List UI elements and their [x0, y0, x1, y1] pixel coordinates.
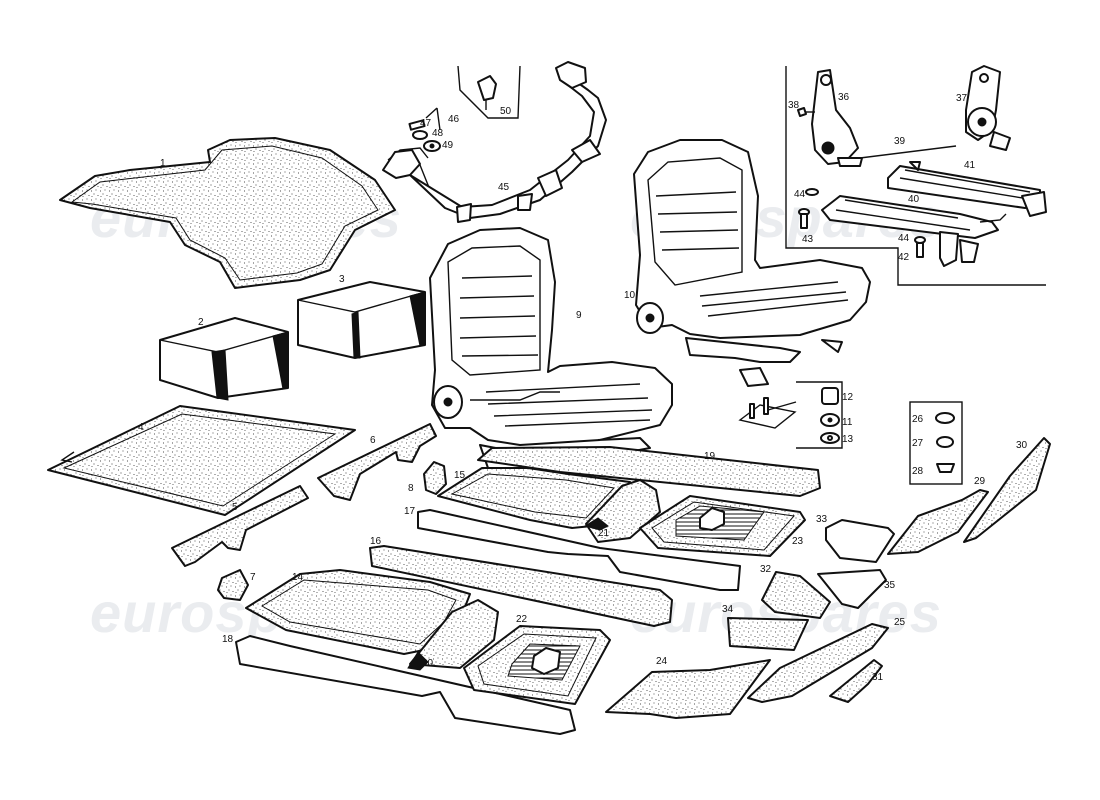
- part-47-48-49-bolt-assembly: [408, 107, 441, 152]
- part-37-recline-hinge: [965, 65, 1011, 151]
- part-14-floor-carpet: [245, 569, 471, 655]
- callout-31: 31: [872, 672, 884, 683]
- callout-25: 25: [894, 617, 906, 628]
- part-20-tunnel-carpet: [407, 599, 499, 671]
- part-16-carpet-strip: [369, 545, 673, 627]
- callout-44: 44: [898, 233, 910, 244]
- part-6-sill-trim: [317, 423, 437, 501]
- callout-39: 39: [894, 136, 906, 147]
- callout-27: 27: [912, 438, 924, 449]
- part-31-carpet-piece: [829, 659, 883, 703]
- callout-30: 30: [1016, 440, 1028, 451]
- callout-33: 33: [816, 514, 828, 525]
- part-15-floor-carpet: [437, 467, 631, 529]
- callout-34: 34: [722, 604, 734, 615]
- part-39-rod: [859, 145, 957, 159]
- callout-35: 35: [884, 580, 896, 591]
- part-41-seat-slide: [887, 161, 1047, 217]
- callout-18: 18: [222, 634, 234, 645]
- callout-5: 5: [232, 502, 238, 513]
- callout-41: 41: [964, 160, 976, 171]
- callout-19: 19: [704, 451, 716, 462]
- callout-13: 13: [842, 434, 854, 445]
- part-29-carpet-piece: [887, 489, 989, 555]
- callout-44: 44: [794, 189, 806, 200]
- callout-43: 43: [802, 234, 814, 245]
- callout-26: 26: [912, 414, 924, 425]
- callout-20: 20: [422, 658, 434, 669]
- callout-32: 32: [760, 564, 772, 575]
- part-42-43-44-fasteners: [798, 188, 926, 258]
- part-2-padding-block: [159, 317, 289, 401]
- callout-7: 7: [250, 572, 256, 583]
- callout-22: 22: [516, 614, 528, 625]
- part-34-carpet-piece: [727, 617, 809, 651]
- part-5-sill-trim: [171, 485, 309, 567]
- callout-3: 3: [339, 274, 345, 285]
- callout-29: 29: [974, 476, 986, 487]
- callout-37: 37: [956, 93, 968, 104]
- callout-6: 6: [370, 435, 376, 446]
- callout-42: 42: [898, 252, 910, 263]
- callout-4: 4: [138, 422, 144, 433]
- seat-frame-group-frame: [785, 66, 1046, 286]
- part-30-carpet-piece: [963, 437, 1051, 543]
- callout-24: 24: [656, 656, 668, 667]
- callout-1: 1: [160, 158, 166, 169]
- part-50-clip-detail: [457, 65, 521, 119]
- callout-47: 47: [420, 118, 432, 129]
- callouts: 1 2 3 4 5 6 7 8 9 10 11 12 13 14 15 16 1…: [138, 92, 1028, 683]
- callout-16: 16: [370, 536, 382, 547]
- part-17-floor-trim: [417, 509, 741, 591]
- callout-38: 38: [788, 100, 800, 111]
- callout-46: 46: [448, 114, 460, 125]
- callout-12: 12: [842, 392, 854, 403]
- part-3-padding-block: [297, 281, 426, 359]
- callout-23: 23: [792, 536, 804, 547]
- callout-10: 10: [624, 290, 636, 301]
- part-35-trim-piece: [817, 569, 887, 609]
- part-19-carpet-strip: [477, 446, 821, 497]
- part-40-seat-slide: [821, 195, 1007, 267]
- callout-11: 11: [842, 417, 853, 428]
- callout-8: 8: [408, 483, 414, 494]
- callout-36: 36: [838, 92, 850, 103]
- part-7-pad: [217, 569, 249, 601]
- part-8-pad: [423, 461, 447, 495]
- callout-15: 15: [454, 470, 466, 481]
- part-9-seat: [429, 227, 673, 481]
- part-10-seat: [633, 139, 871, 387]
- callout-28: 28: [912, 466, 924, 477]
- callout-17: 17: [404, 506, 416, 517]
- part-22-floor-mat: [463, 625, 611, 705]
- callout-2: 2: [198, 317, 204, 328]
- callout-14: 14: [292, 572, 304, 583]
- callout-9: 9: [576, 310, 582, 321]
- part-24-carpet-panel: [605, 659, 771, 719]
- part-1-rear-shelf-carpet: [59, 137, 396, 289]
- callout-45: 45: [498, 182, 510, 193]
- callout-48: 48: [432, 128, 444, 139]
- part-18-floor-trim: [235, 635, 576, 735]
- part-33-trim-panel: [825, 519, 895, 563]
- callout-40: 40: [908, 194, 920, 205]
- part-25-carpet-strip: [747, 623, 889, 703]
- part-32-carpet-piece: [761, 571, 831, 619]
- part-38-screw: [797, 107, 815, 117]
- callout-49: 49: [442, 140, 454, 151]
- part-26-27-28-carpet-clip-kit: [909, 401, 963, 485]
- part-36-recline-hinge: [811, 69, 863, 167]
- part-23-floor-mat: [639, 495, 806, 557]
- part-45-seat-belt: [382, 61, 607, 223]
- callout-50: 50: [500, 106, 512, 117]
- part-4-luggage-mat: [47, 405, 356, 516]
- part-11-12-13-seat-mounting-kit: [738, 381, 843, 449]
- callout-21: 21: [598, 528, 610, 539]
